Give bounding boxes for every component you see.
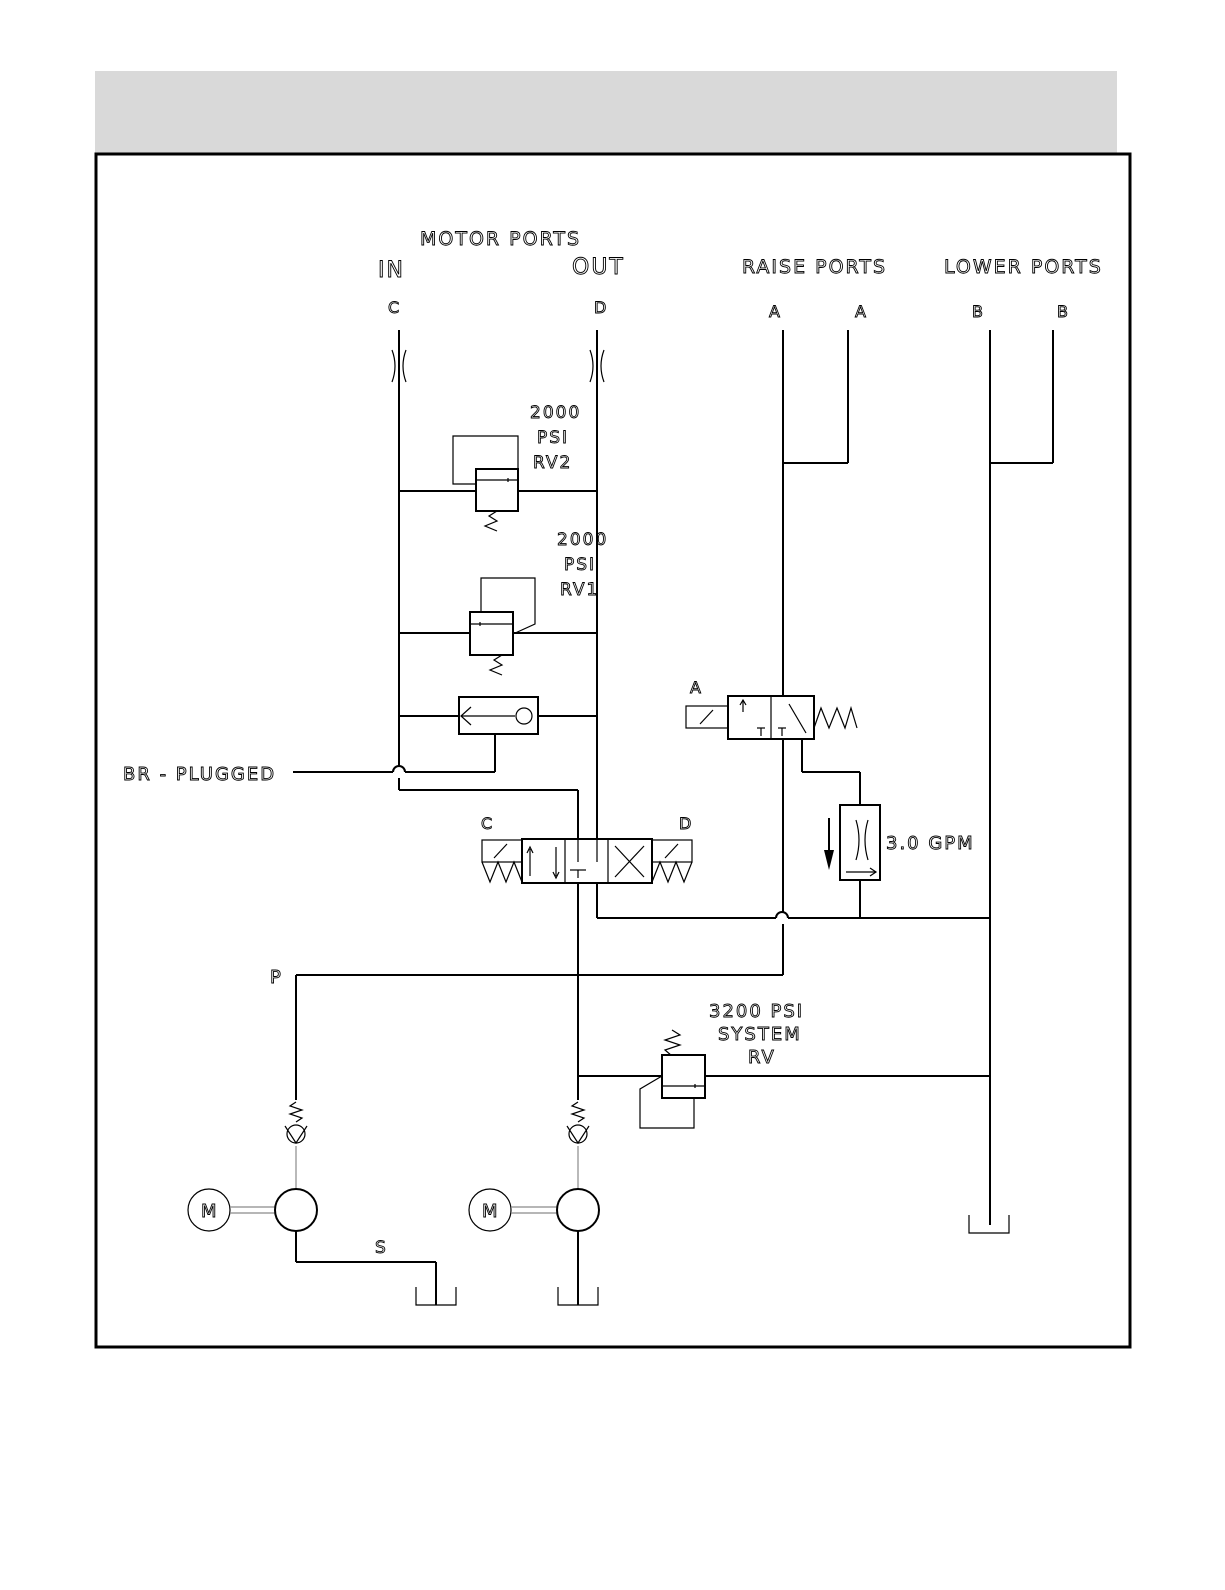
port-b2-label: B [1057,302,1070,321]
motor-ports-label: MOTOR PORTS [420,228,581,250]
shuttle-check-valve [459,697,538,734]
rv1-name-label: RV1 [560,580,599,600]
port-a2-label: A [855,302,868,321]
rv2-name-label: RV2 [533,453,572,473]
port-b1-label: B [972,302,985,321]
motor2-label: M [482,1201,500,1222]
flow-control-valve [824,805,880,880]
rv1-psi-label: 2000 [557,530,608,550]
system-relief-valve [640,1030,705,1128]
br-plugged-label: BR - PLUGGED [123,764,276,785]
port-a1-label: A [769,302,782,321]
rv2-psi-label: 2000 [530,403,581,423]
out-label: OUT [572,255,625,280]
in-label: IN [378,258,405,283]
check-valve-pump1 [285,1102,307,1143]
solenoid-d-label: D [679,814,693,833]
relief-valve-rv1 [470,578,535,675]
solenoid-c-label: C [481,814,494,833]
diagram-frame [96,154,1130,1347]
raise-directional-valve [686,696,857,739]
system-rv-psi-label: 3200 PSI [709,1001,804,1022]
header-band [95,71,1117,154]
port-c-label: C [388,298,401,317]
raise-ports-label: RAISE PORTS [742,256,887,278]
motor-pump-1: M [188,1189,317,1231]
flow-control-label: 3.0 GPM [886,833,975,854]
system-rv-system-label: SYSTEM [718,1024,802,1045]
check-valve-pump2 [567,1102,589,1143]
system-rv-name-label: RV [748,1047,776,1068]
main-directional-valve [482,839,692,883]
pressure-p-label: P [270,967,283,988]
relief-valve-rv2 [453,436,518,531]
rv2-unit-label: PSI [537,428,569,448]
hydraulic-lines [293,330,1053,1305]
rv1-unit-label: PSI [564,555,596,575]
port-d-label: D [594,298,608,317]
suction-s-label: S [375,1238,388,1258]
motor-pump-2: M [469,1189,599,1231]
lower-ports-label: LOWER PORTS [944,256,1103,278]
motor1-label: M [201,1201,219,1222]
solenoid-a-label: A [690,678,703,697]
